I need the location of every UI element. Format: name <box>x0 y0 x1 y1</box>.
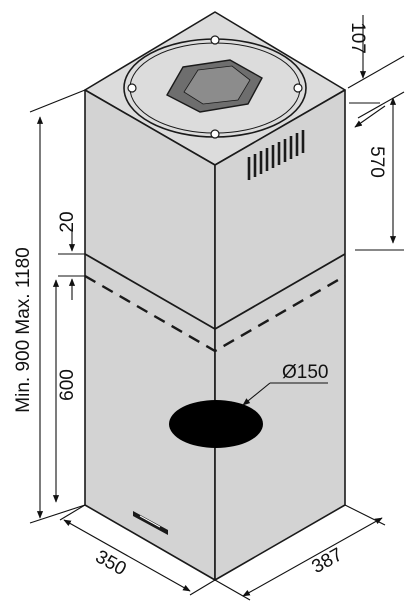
dim-570-label: 570 <box>366 146 387 178</box>
dim-350-line <box>63 519 191 592</box>
mount-hole-bottom <box>210 129 220 139</box>
dim-350-label: 350 <box>92 546 130 580</box>
dim-107-label: 107 <box>347 22 368 54</box>
dim-total-label: Min. 900 Max. 1180 <box>13 247 34 412</box>
dim-387-label: 387 <box>308 544 346 578</box>
joint-solid-line <box>84 253 346 331</box>
hood-body <box>84 11 346 581</box>
dim-570-pointer <box>354 105 386 128</box>
duct-hexagon-inner <box>183 65 251 105</box>
mount-hole-top <box>210 35 220 45</box>
air-outlet <box>169 400 263 448</box>
dim-387-line <box>242 517 383 597</box>
dim-20-label: 20 <box>57 211 78 232</box>
top-duct-opening <box>123 35 307 139</box>
left-face <box>84 89 216 581</box>
mount-hole-left <box>127 83 137 93</box>
mount-hole-right <box>293 83 303 93</box>
ventilation-grille <box>247 130 305 180</box>
joint-dashed-line <box>84 274 346 353</box>
telescopic-joint <box>84 253 346 353</box>
dim-600-label: 600 <box>57 369 78 401</box>
dim-150-label: Ø150 <box>282 362 328 383</box>
dimension-lines <box>29 15 405 601</box>
dim-150-leader <box>242 382 271 406</box>
